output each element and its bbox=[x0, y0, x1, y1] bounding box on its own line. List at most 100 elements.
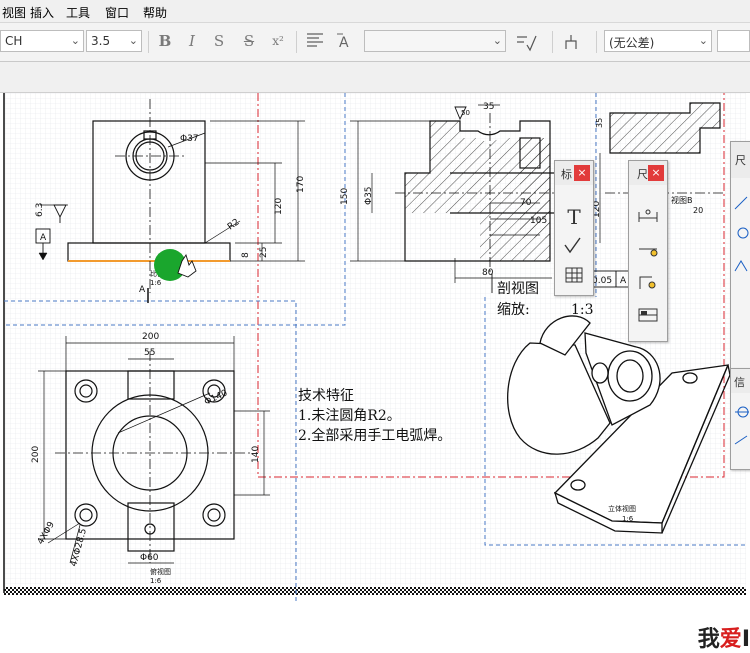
align-icon[interactable] bbox=[303, 31, 327, 51]
edge-tool-icon-3[interactable] bbox=[731, 254, 750, 282]
top-scale-label: 俯视图 bbox=[150, 567, 171, 576]
dim-50: 50 bbox=[461, 109, 470, 117]
separator bbox=[596, 31, 597, 53]
notes-title: 技术特征 bbox=[298, 388, 354, 404]
roughness-icon[interactable] bbox=[514, 31, 540, 52]
dim-120: 120 bbox=[274, 198, 284, 215]
dim-palette-close-button[interactable]: × bbox=[648, 165, 664, 181]
text-style-icon[interactable]: A bbox=[333, 31, 357, 51]
bottom-area bbox=[0, 603, 750, 649]
right-panel-2-title: 信 bbox=[734, 376, 745, 389]
dim-70: 70 bbox=[520, 198, 532, 208]
style-select[interactable]: ⌄ bbox=[364, 30, 506, 52]
right-panel-2-titlebar[interactable]: 信 bbox=[731, 369, 750, 393]
datum-icon[interactable] bbox=[561, 31, 587, 51]
style-s-button[interactable]: S bbox=[213, 32, 225, 50]
text-palette-close-button[interactable]: × bbox=[574, 165, 590, 181]
dim-left-200: 200 bbox=[31, 446, 41, 463]
menu-insert[interactable]: 插入 bbox=[30, 6, 55, 20]
angular-dimension-icon[interactable] bbox=[634, 239, 662, 267]
front-view bbox=[35, 99, 305, 303]
text-format-toolbar: CH ⌄ 3.5 ⌄ B I S S x² A ⌄ (无公差) ⌄ bbox=[0, 23, 750, 62]
section-marker: A bbox=[139, 285, 146, 295]
menu-tools[interactable]: 工具 bbox=[66, 6, 91, 20]
dim-table-icon[interactable] bbox=[634, 305, 662, 333]
dim-side-35: 35 bbox=[483, 102, 494, 112]
text-tool-palette: 标 × T bbox=[554, 160, 594, 296]
text-palette-titlebar[interactable]: 标 × bbox=[555, 161, 593, 185]
datum-label: A bbox=[40, 233, 47, 243]
isometric-view bbox=[507, 315, 731, 534]
front-scale-value: 1:6 bbox=[150, 279, 162, 287]
dim-palette-titlebar[interactable]: 尺 × bbox=[629, 161, 667, 185]
dim-80: 80 bbox=[482, 268, 494, 278]
dim-phi37: Φ37 bbox=[180, 134, 199, 144]
top-scale-value: 1:6 bbox=[150, 577, 162, 585]
iso-scale-label: 立体视图 bbox=[608, 504, 636, 513]
watermark-char-3: Ⅰ bbox=[741, 627, 750, 652]
watermark-logo: 我爱Ⅰ bbox=[698, 621, 750, 653]
right-view-label: 视图B bbox=[671, 195, 693, 205]
font-size-select[interactable]: 3.5 ⌄ bbox=[86, 30, 142, 52]
dim-top-200: 200 bbox=[142, 332, 159, 342]
extra-field[interactable] bbox=[717, 30, 750, 52]
chevron-down-icon: ⌄ bbox=[492, 34, 502, 47]
right-dim-35: 35 bbox=[595, 118, 604, 128]
dim-palette-title: 尺 bbox=[637, 168, 648, 181]
dimension-tool-palette: 尺 × bbox=[628, 160, 668, 342]
dim-140: 140 bbox=[251, 446, 261, 463]
strikethrough-button[interactable]: S bbox=[243, 32, 255, 50]
tolerance-select[interactable]: (无公差) ⌄ bbox=[604, 30, 712, 52]
chevron-down-icon: ⌄ bbox=[128, 34, 138, 47]
separator bbox=[552, 31, 553, 53]
font-size-value: 3.5 bbox=[91, 34, 111, 48]
superscript-button[interactable]: x² bbox=[272, 34, 284, 48]
tolerance-value: (无公差) bbox=[609, 36, 655, 50]
drawing-canvas[interactable]: Φ37 120 170 R2 8 25 6.3 A 比例 1:6 A bbox=[0, 93, 750, 603]
dim-side-120: 120 bbox=[592, 201, 602, 218]
right-dim-20: 20 bbox=[693, 206, 703, 215]
right-panel-titlebar[interactable]: 尺 bbox=[731, 142, 750, 178]
dim-phi35: Φ35 bbox=[364, 186, 374, 205]
sheet-bottom-border bbox=[4, 587, 746, 595]
font-name-value: CH bbox=[5, 34, 23, 48]
text-palette-title: 标 bbox=[561, 168, 572, 181]
menu-window[interactable]: 窗口 bbox=[105, 6, 130, 20]
section-view bbox=[350, 104, 631, 293]
menu-bar: 视图 插入 工具 窗口 帮助 bbox=[0, 0, 750, 23]
table-icon[interactable] bbox=[560, 265, 588, 293]
edge-tool-icon-1[interactable] bbox=[731, 192, 750, 220]
surface-finish-icon[interactable] bbox=[560, 235, 588, 263]
italic-button[interactable]: I bbox=[189, 32, 195, 50]
separator bbox=[148, 31, 149, 53]
top-view bbox=[38, 336, 270, 564]
svg-text:A: A bbox=[339, 35, 349, 51]
dim-105: 105 bbox=[530, 216, 547, 226]
roughness-value: 6.3 bbox=[35, 203, 45, 217]
chevron-down-icon: ⌄ bbox=[70, 34, 80, 47]
menu-view[interactable]: 视图 bbox=[2, 6, 27, 20]
section-scale-value: 1:3 bbox=[571, 302, 594, 318]
text-icon[interactable]: T bbox=[567, 205, 581, 229]
linear-dimension-icon[interactable] bbox=[634, 206, 662, 234]
dim-8: 8 bbox=[241, 252, 251, 258]
dim-170: 170 bbox=[296, 176, 306, 193]
dim-55: 55 bbox=[144, 348, 155, 358]
watermark-char-2: 爱 bbox=[719, 627, 742, 652]
bold-button[interactable]: B bbox=[158, 32, 172, 50]
iso-scale-value: 1:6 bbox=[622, 515, 634, 523]
ribbon-strip bbox=[0, 62, 750, 93]
leader-dimension-icon[interactable] bbox=[634, 271, 662, 299]
notes-line-2: 2.全部采用手工电弧焊。 bbox=[298, 427, 451, 444]
font-name-select[interactable]: CH ⌄ bbox=[0, 30, 84, 52]
menu-help[interactable]: 帮助 bbox=[143, 6, 168, 20]
watermark-char-1: 我 bbox=[697, 627, 720, 652]
edge-tool-icon-4[interactable] bbox=[731, 429, 750, 457]
section-caption: 剖视图 bbox=[497, 281, 539, 297]
edge-tool-icon-2[interactable] bbox=[731, 222, 750, 250]
notes-line-1: 1.未注圆角R2。 bbox=[298, 408, 401, 424]
view-boundaries bbox=[4, 93, 746, 603]
crosshair-icon[interactable] bbox=[731, 401, 750, 429]
hand-cursor-icon bbox=[177, 253, 197, 278]
dim-150: 150 bbox=[340, 188, 350, 205]
